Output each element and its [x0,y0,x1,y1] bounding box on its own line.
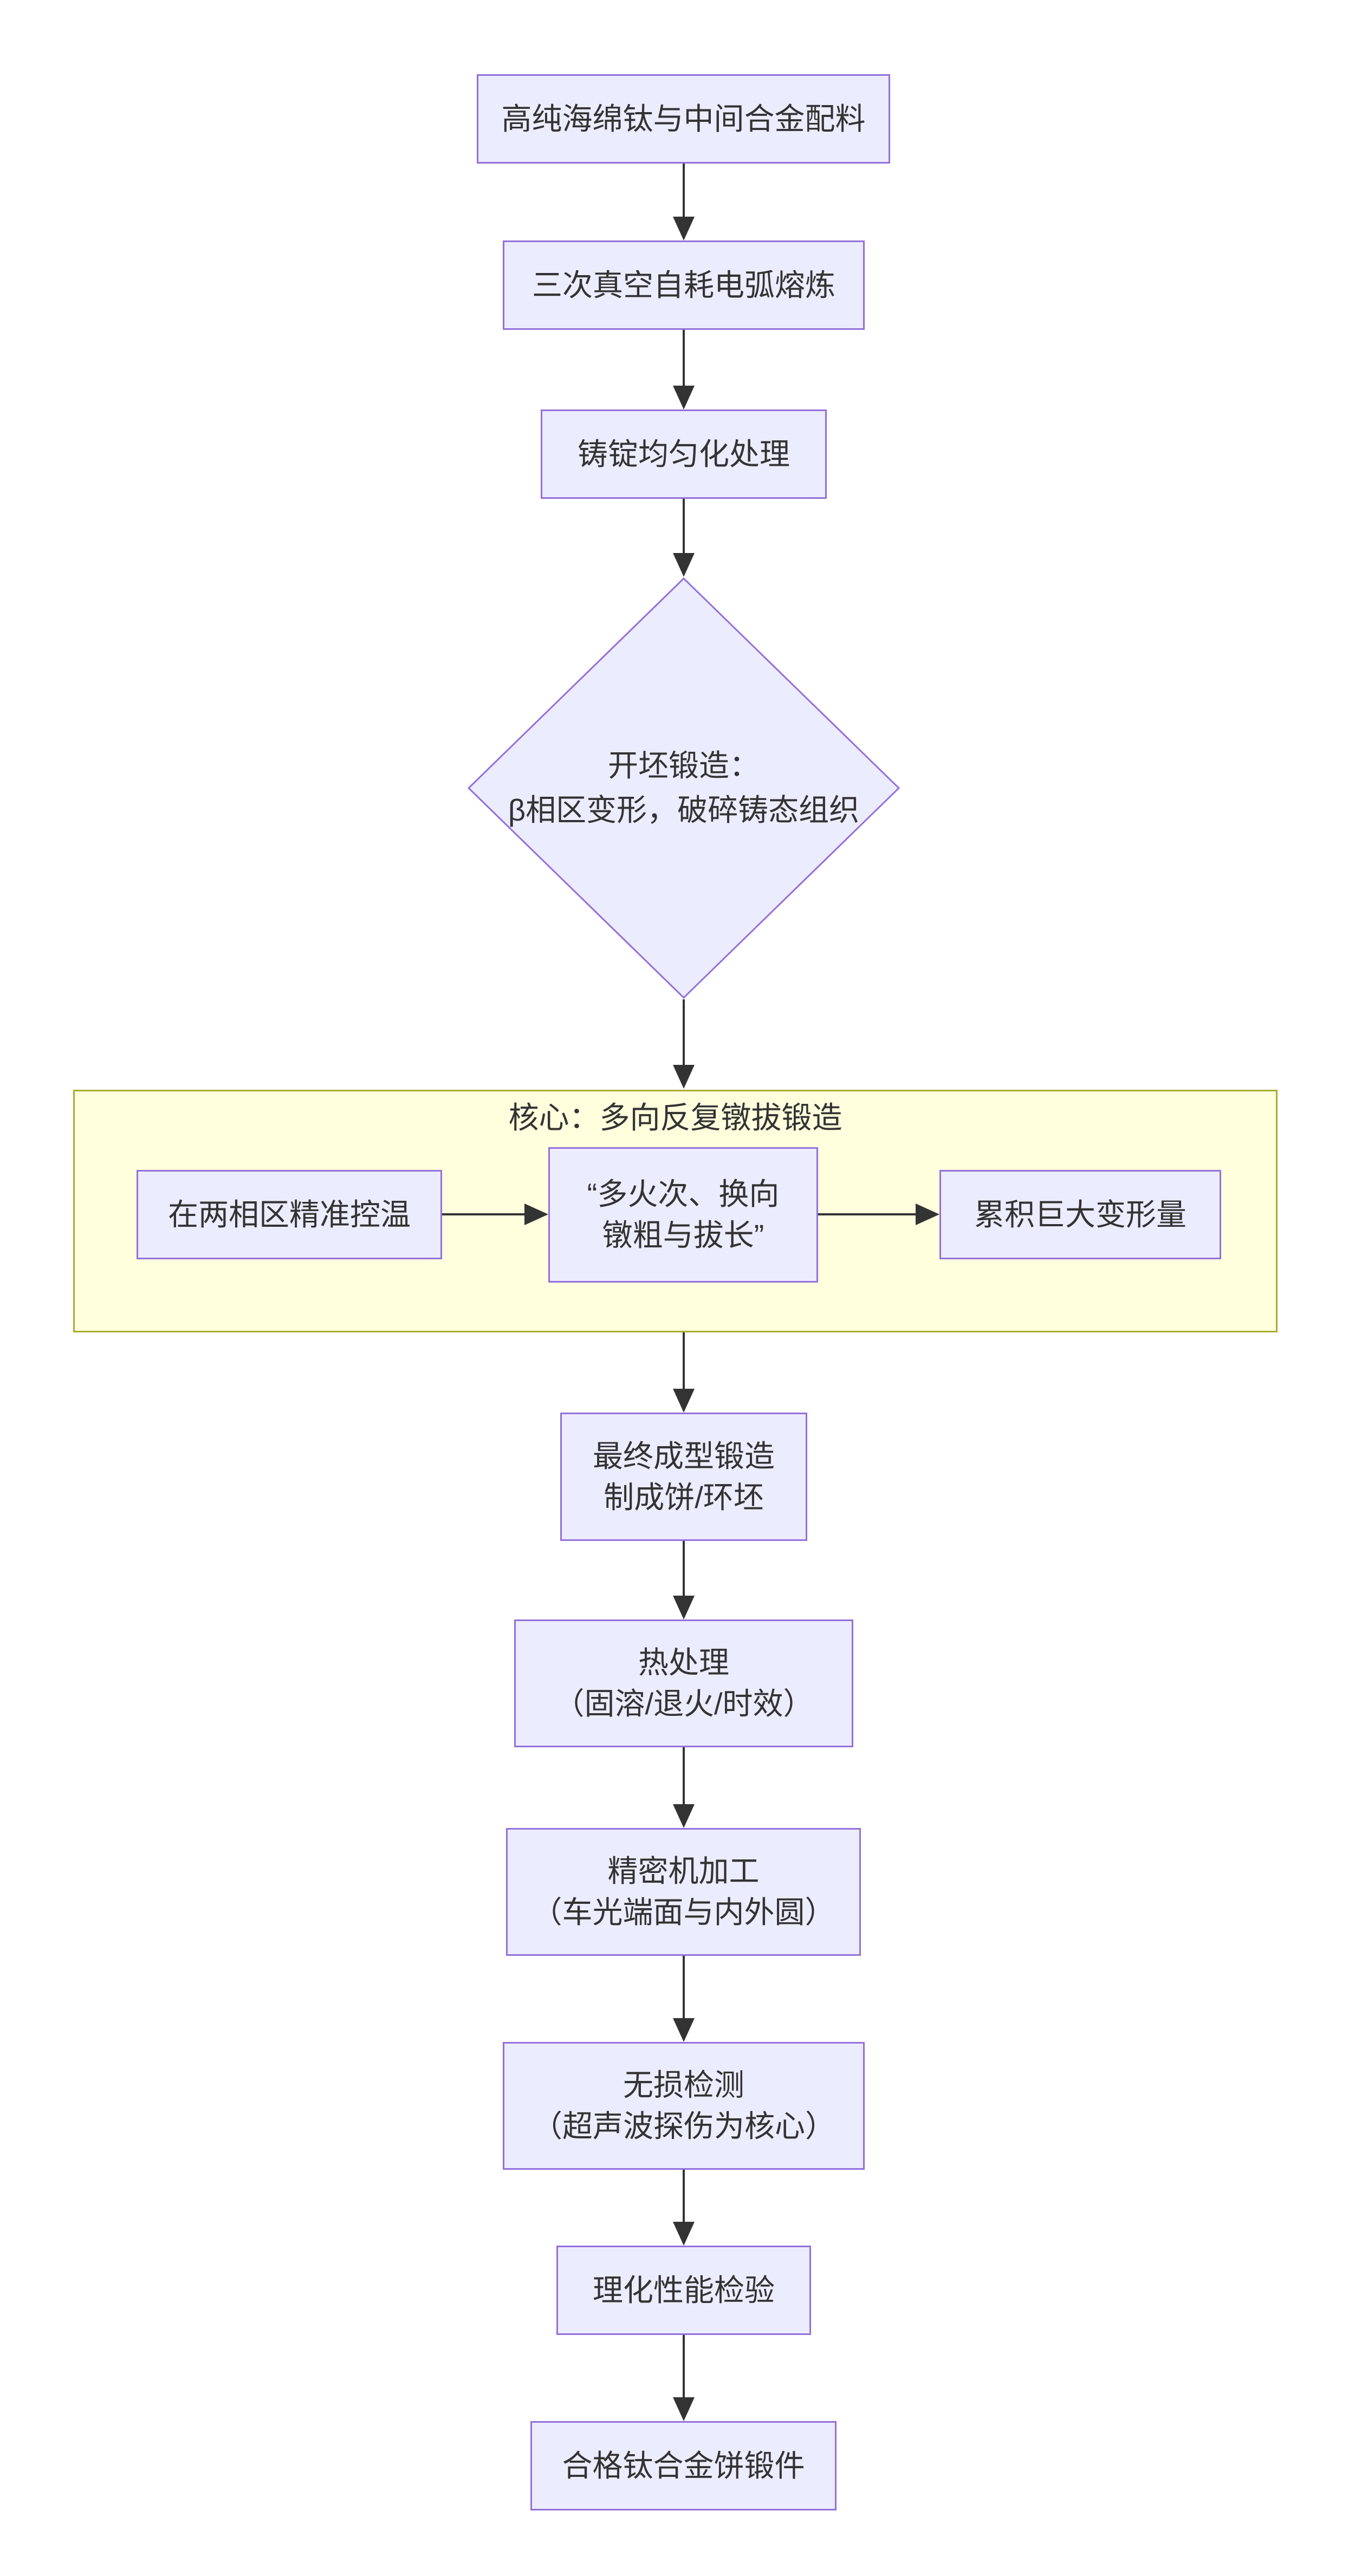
edge-cogging-subgraph [683,999,685,1066]
node-cogging-label: 开坯锻造： β相区变形，破碎铸态组织 [467,577,900,999]
machining-line-1: 精密机加工 [607,1854,760,1888]
diamond-shape [467,577,900,999]
arrowhead-tempcontrol-upsetting [524,1204,548,1225]
node-product-label: 合格钛合金饼锻件 [562,2448,805,2483]
edge-materials-melting [683,164,685,219]
node-materials-label: 高纯海绵钛与中间合金配料 [501,101,866,136]
cogging-line-2: β相区变形，破碎铸态组织 [508,793,860,827]
edge-testing-product [683,2335,685,2398]
heat-treatment-line-2: （固溶/退火/时效） [554,1687,814,1721]
edge-machining-ndt [683,1956,685,2019]
node-testing-label: 理化性能检验 [593,2273,775,2307]
final-forging-line-2: 制成饼/环坯 [604,1480,764,1514]
edge-finalforging-heattreatment [683,1541,685,1597]
arrowhead-finalforging-heattreatment [673,1596,695,1619]
node-materials: 高纯海绵钛与中间合金配料 [477,74,890,164]
ndt-line-1: 无损检测 [623,2068,744,2102]
node-final-forging: 最终成型锻造 制成饼/环坯 [560,1413,807,1541]
node-melting: 三次真空自耗电弧熔炼 [503,240,865,330]
machining-line-2: （车光端面与内外圆） [531,1895,835,1929]
arrowhead-subgraph-finalforging [673,1389,695,1413]
heat-treatment-line-1: 热处理 [638,1645,729,1680]
node-deformation-label: 累积巨大变形量 [974,1197,1187,1232]
arrowhead-ndt-testing [673,2222,695,2246]
cogging-line-1: 开坯锻造： [608,749,760,783]
node-ndt: 无损检测 （超声波探伤为核心） [503,2042,865,2170]
arrowhead-materials-melting [673,217,695,240]
node-melting-label: 三次真空自耗电弧熔炼 [532,268,835,302]
node-deformation: 累积巨大变形量 [939,1170,1221,1259]
node-temp-control: 在两相区精准控温 [137,1170,442,1259]
diamond-polygon [467,577,900,999]
arrowhead-heattreatment-machining [673,1804,695,1828]
final-forging-line-1: 最终成型锻造 [593,1439,775,1473]
upsetting-line-1: “多火次、换向 [587,1177,780,1211]
edge-homogenization-cogging [683,499,685,554]
upsetting-line-2: 镦粗与拔长” [602,1218,764,1252]
node-homogenization-label: 铸锭均匀化处理 [578,437,790,471]
node-homogenization: 铸锭均匀化处理 [541,409,827,499]
arrowhead-melting-homogenization [673,386,695,409]
ndt-line-2: （超声波探伤为核心） [532,2109,835,2143]
subgraph-title: 核心：多向反复镦拔锻造 [508,1101,842,1135]
arrowhead-machining-ndt [673,2018,695,2042]
node-testing: 理化性能检验 [556,2246,811,2335]
edge-melting-homogenization [683,330,685,387]
edge-ndt-testing [683,2170,685,2223]
node-cogging-diamond: 开坯锻造： β相区变形，破碎铸态组织 [467,577,900,999]
arrowhead-testing-product [673,2397,695,2421]
node-product: 合格钛合金饼锻件 [530,2421,837,2510]
node-heat-treatment: 热处理 （固溶/退火/时效） [514,1619,853,1747]
arrowhead-homogenization-cogging [673,553,695,577]
arrowhead-cogging-subgraph [673,1065,695,1089]
edge-tempcontrol-upsetting [442,1213,526,1215]
edge-heattreatment-machining [683,1747,685,1805]
edge-upsetting-deformation [818,1213,917,1215]
edge-subgraph-finalforging [683,1332,685,1390]
node-temp-control-label: 在两相区精准控温 [168,1197,411,1232]
node-machining: 精密机加工 （车光端面与内外圆） [506,1828,861,1956]
arrowhead-upsetting-deformation [916,1204,939,1225]
node-upsetting: “多火次、换向 镦粗与拔长” [548,1147,818,1283]
